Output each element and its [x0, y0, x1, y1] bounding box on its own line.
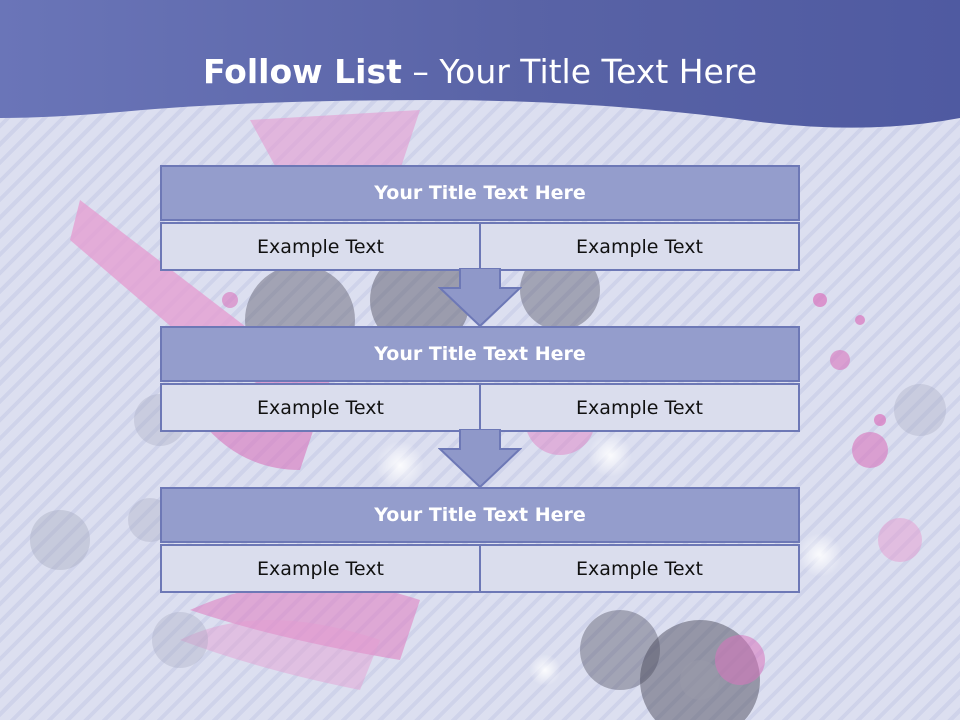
block-title: Your Title Text Here [160, 165, 800, 221]
block-cell-right: Example Text [481, 544, 800, 593]
block-cell-left: Example Text [160, 383, 481, 432]
block-cell-left: Example Text [160, 544, 481, 593]
list-block-2: Your Title Text Here Example Text Exampl… [160, 326, 800, 432]
block-row: Example Text Example Text [160, 222, 800, 271]
block-cell-right: Example Text [481, 222, 800, 271]
down-arrow-icon [438, 429, 522, 489]
slide-title: Follow List – Your Title Text Here [0, 52, 960, 91]
down-arrow-icon [438, 268, 522, 328]
slide-title-rest: – Your Title Text Here [412, 52, 758, 91]
list-block-3: Your Title Text Here Example Text Exampl… [160, 487, 800, 593]
block-title: Your Title Text Here [160, 487, 800, 543]
list-block-1: Your Title Text Here Example Text Exampl… [160, 165, 800, 271]
block-cell-right: Example Text [481, 383, 800, 432]
block-cell-left: Example Text [160, 222, 481, 271]
block-title: Your Title Text Here [160, 326, 800, 382]
block-row: Example Text Example Text [160, 383, 800, 432]
block-row: Example Text Example Text [160, 544, 800, 593]
slide-title-bold: Follow List [202, 52, 402, 91]
header-band [0, 0, 960, 128]
